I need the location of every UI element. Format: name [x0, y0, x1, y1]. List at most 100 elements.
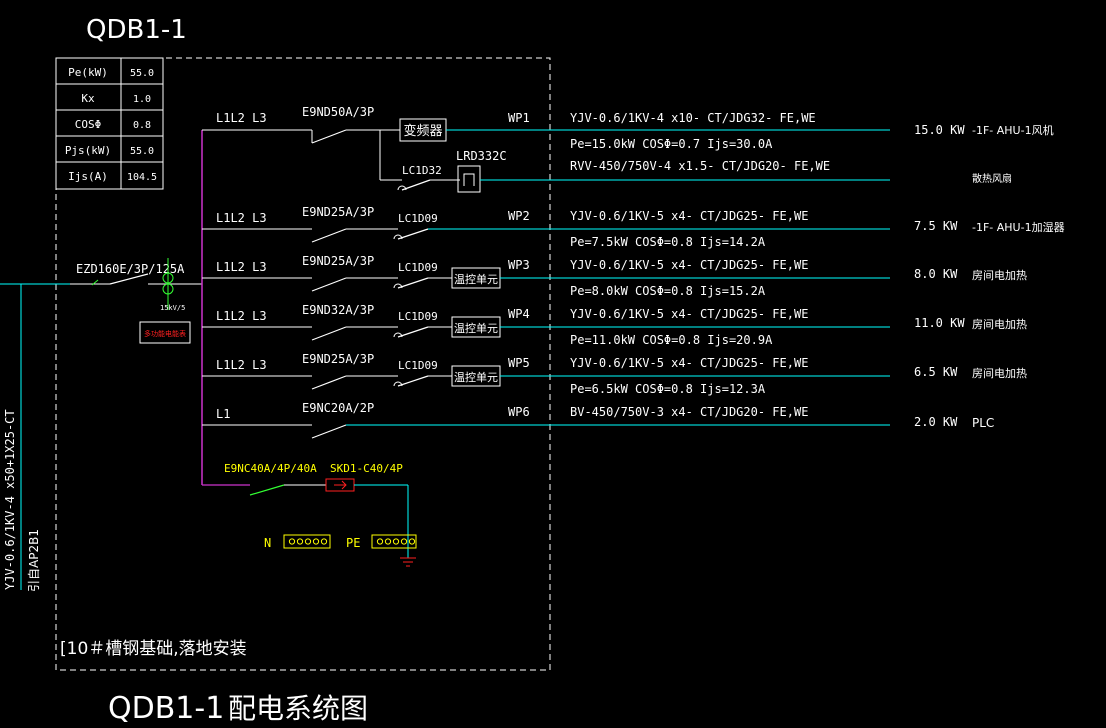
param-label: Ijs(A)	[68, 170, 108, 183]
contactor-label: LC1D09	[398, 310, 438, 323]
contactor-arc	[393, 332, 403, 338]
ct-ratio-label: 15kV/5	[160, 304, 185, 312]
param-value: 104.5	[127, 172, 157, 183]
phase-label: L1L2 L3	[216, 309, 267, 323]
cable-spec: YJV-0.6/1KV-5 x4- CT/JDG25- FE,WE	[570, 258, 808, 272]
meter-label: 多功能电能表	[144, 329, 186, 338]
load-calc: Pe=7.5kW COSΦ=0.8 Ijs=14.2A	[570, 235, 766, 249]
param-value: 55.0	[130, 68, 154, 79]
load-calc: Pe=11.0kW COSΦ=0.8 Ijs=20.9A	[570, 333, 773, 347]
incoming-cable-spec: YJV-0.6/1KV-4 x50+1X25-CT	[3, 409, 17, 590]
surge-breaker-label: E9NC40A/4P/40A	[224, 462, 317, 475]
terminal-icon	[320, 538, 328, 545]
breaker-blade	[311, 129, 347, 144]
load-name: PLC	[972, 416, 994, 430]
phase-label: L1L2 L3	[216, 111, 267, 125]
breaker-blade	[311, 424, 347, 439]
incoming-breaker-label: EZD160E/3P/125A	[76, 262, 185, 276]
n-bar	[283, 534, 331, 549]
breaker-blade	[311, 277, 347, 292]
load-name: 房间电加热	[972, 367, 1027, 380]
phase-label: L1L2 L3	[216, 260, 267, 274]
load-name: 房间电加热	[972, 318, 1027, 331]
panel-boundary	[55, 57, 551, 671]
bottom-title: QDB1-1	[108, 691, 224, 726]
load-name: -1F- AHU-1加湿器	[972, 221, 1065, 234]
cable-spec: YJV-0.6/1KV-5 x4- CT/JDG25- FE,WE	[570, 307, 808, 321]
contactor-blade	[397, 277, 429, 289]
contactor-blade	[397, 326, 429, 338]
load-power: 2.0 KW	[914, 415, 958, 429]
load-power: 6.5 KW	[914, 365, 958, 379]
wp-label: WP1	[508, 111, 530, 125]
wp-label: WP6	[508, 405, 530, 419]
circuit-wp4: L1L2 L3 E9ND32A/3P LC1D09 温控单元 WP4 YJV-0…	[202, 303, 1027, 347]
param-label: Kx	[81, 92, 95, 105]
breaker-blade	[311, 375, 347, 390]
contactor-label: LC1D09	[398, 212, 438, 225]
param-value: 1.0	[133, 94, 151, 105]
breaker-label: E9ND50A/3P	[302, 105, 374, 119]
ct-coil-icon	[162, 272, 174, 284]
contactor-arc	[393, 234, 403, 240]
thermostat-label: 温控单元	[454, 370, 498, 384]
thermostat-label: 温控单元	[454, 272, 498, 286]
contactor-label: LC1D09	[398, 261, 438, 274]
phase-label: L1	[216, 407, 230, 421]
surge-branch: E9NC40A/4P/40A SKD1-C40/4P	[202, 462, 416, 567]
contactor-label: LC1D32	[402, 164, 442, 177]
wp-label: WP2	[508, 209, 530, 223]
n-bar-label: N	[264, 536, 271, 550]
wp-label: WP3	[508, 258, 530, 272]
meter-box	[139, 321, 191, 344]
contactor-blade	[401, 179, 431, 191]
bottom-title-suffix: 配电系统图	[228, 692, 368, 725]
ct-coil-icon	[162, 283, 174, 295]
load-name: -1F- AHU-1风机	[972, 123, 1054, 137]
load-name: 房间电加热	[972, 269, 1027, 282]
load-calc: Pe=8.0kW COSΦ=0.8 Ijs=15.2A	[570, 284, 766, 298]
terminal-icon	[392, 538, 400, 545]
wp-label: WP4	[508, 307, 530, 321]
param-label: Pjs(kW)	[65, 144, 111, 157]
cable-spec: RVV-450/750V-4 x1.5- CT/JDG20- FE,WE	[570, 159, 830, 173]
terminal-bars: N PE	[264, 534, 417, 550]
contactor-blade	[397, 375, 429, 387]
phase-label: L1L2 L3	[216, 211, 267, 225]
cable-spec: YJV-0.6/1KV-5 x4- CT/JDG25- FE,WE	[570, 209, 808, 223]
load-calc: Pe=15.0kW COSΦ=0.7 Ijs=30.0A	[570, 137, 773, 151]
terminal-icon	[288, 538, 296, 545]
installation-note: [10＃槽钢基础,落地安装	[60, 639, 247, 659]
circuit-wp3: L1L2 L3 E9ND25A/3P LC1D09 温控单元 WP3 YJV-0…	[202, 254, 1027, 298]
param-label: COSΦ	[75, 118, 102, 131]
circuit-wp6: L1 E9NC20A/2P WP6 BV-450/750V-3 x4- CT/J…	[202, 401, 994, 439]
incoming-breaker-blade	[109, 273, 149, 285]
terminal-icon	[304, 538, 312, 545]
contactor-label: LC1D09	[398, 359, 438, 372]
parameter-table: Pe(kW) 55.0 Kx 1.0 COSΦ 0.8 Pjs(kW) 55.0…	[55, 57, 164, 190]
cable-spec: BV-450/750V-3 x4- CT/JDG20- FE,WE	[570, 405, 808, 419]
load-power: 11.0 KW	[914, 316, 965, 330]
circuit-wp1: L1L2 L3 E9ND50A/3P 变频器 WP1 YJV-0.6/1KV-4…	[202, 105, 1054, 151]
cable-spec: YJV-0.6/1KV-5 x4- CT/JDG25- FE,WE	[570, 356, 808, 370]
param-value: 0.8	[133, 120, 151, 131]
incoming-supply: YJV-0.6/1KV-4 x50+1X25-CT 引自AP2B1 EZD160…	[0, 258, 202, 592]
contactor-blade	[397, 228, 429, 240]
parameter-table-frame	[55, 57, 164, 190]
contactor-arc	[397, 185, 407, 191]
incoming-source: 引自AP2B1	[27, 529, 41, 592]
breaker-blade	[311, 228, 347, 243]
top-title: QDB1-1	[86, 15, 187, 45]
spd-arrow-icon	[334, 480, 347, 490]
breaker-label: E9ND32A/3P	[302, 303, 374, 317]
wp-label: WP5	[508, 356, 530, 370]
load-power: 7.5 KW	[914, 219, 958, 233]
breaker-label: E9ND25A/3P	[302, 254, 374, 268]
contactor-arc	[393, 381, 403, 387]
load-name: 散热风扇	[972, 172, 1012, 185]
phase-label: L1L2 L3	[216, 358, 267, 372]
param-value: 55.0	[130, 146, 154, 157]
pe-bar	[371, 534, 417, 549]
terminal-icon	[312, 538, 320, 545]
param-label: Pe(kW)	[68, 66, 108, 79]
